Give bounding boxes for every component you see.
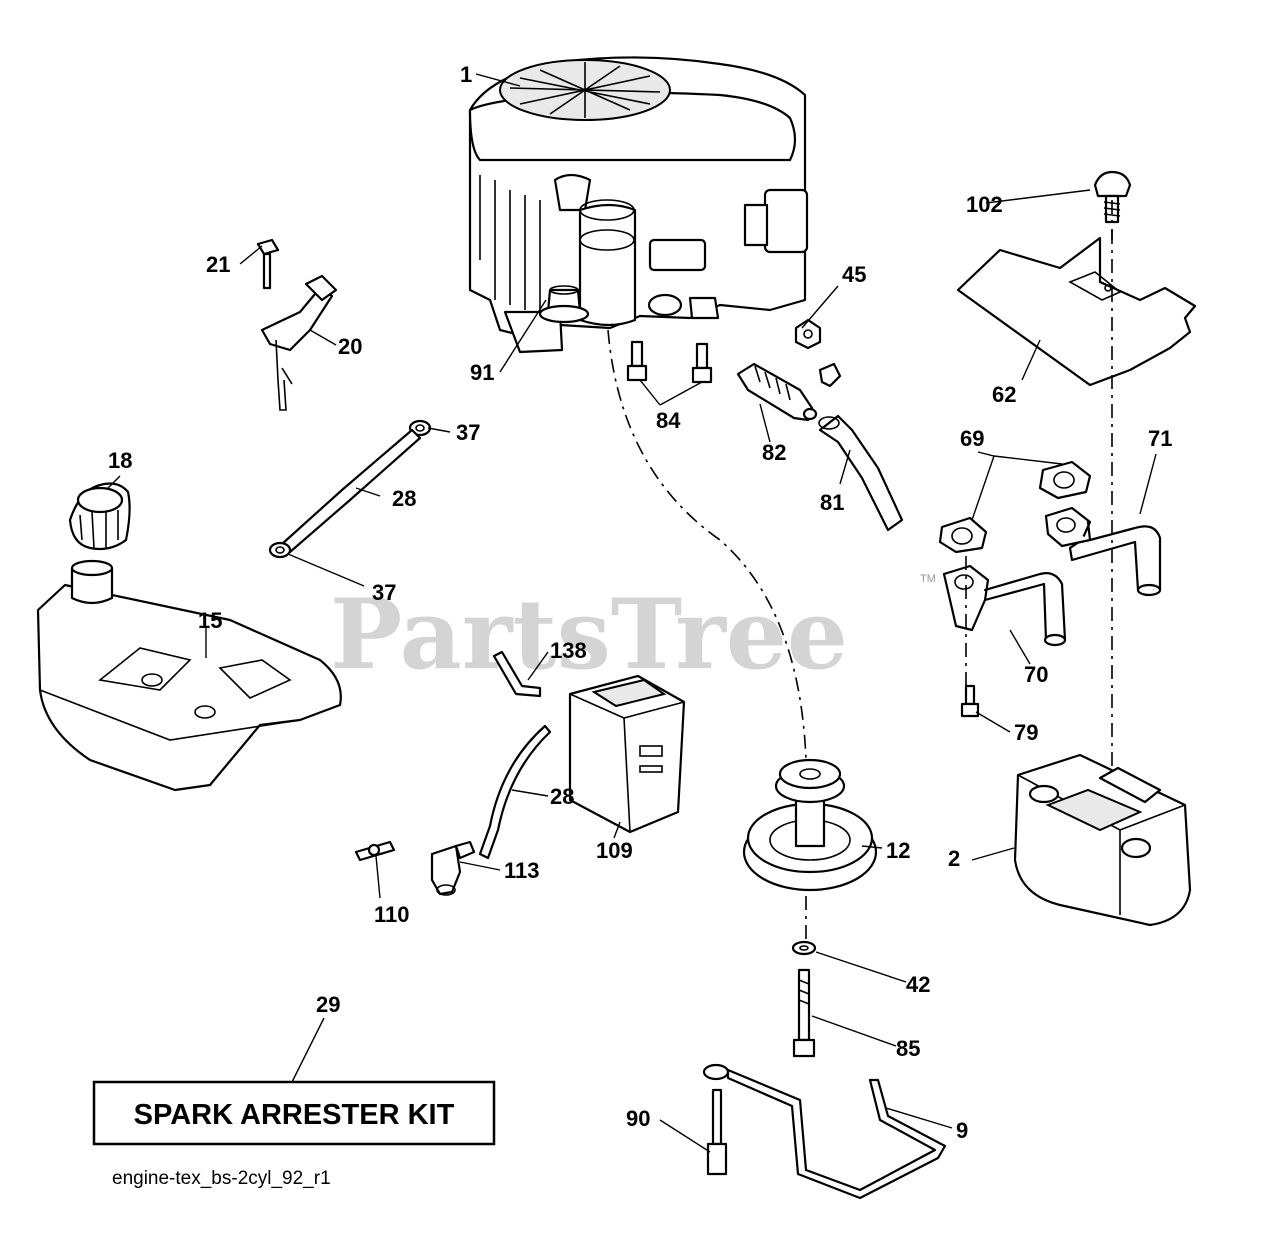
part-91-bushing (538, 285, 590, 324)
part-42-washer (791, 940, 817, 956)
callout-37-lower: 37 (372, 580, 396, 605)
part-18-fuel-cap (68, 482, 131, 551)
callout-62: 62 (992, 382, 1016, 407)
part-138-hose (492, 650, 542, 698)
part-113-elbow-fitting (430, 840, 476, 896)
callout-82: 82 (762, 440, 786, 465)
part-79-bolt (960, 684, 980, 718)
part-110-fitting (354, 840, 396, 862)
callout-12: 12 (886, 838, 910, 863)
part-2-muffler (1013, 753, 1192, 927)
part-82-fuel-filter (736, 362, 842, 422)
callout-71: 71 (1148, 426, 1172, 451)
callout-113: 113 (504, 858, 540, 883)
part-45-nut (794, 318, 822, 350)
callout-18: 18 (108, 448, 132, 473)
part-85-bolt (792, 968, 816, 1058)
callout-21: 21 (206, 252, 230, 277)
callout-110: 110 (374, 902, 410, 927)
callout-81: 81 (820, 490, 844, 515)
engine (468, 56, 809, 354)
callout-45: 45 (842, 262, 866, 287)
part-70-exhaust-pipe (942, 564, 1067, 647)
part-90-bolt (706, 1088, 728, 1176)
kit-label: SPARK ARRESTER KIT (134, 1099, 455, 1131)
callout-42: 42 (906, 972, 930, 997)
watermark-trademark: TM (920, 573, 936, 585)
callout-138: 138 (550, 638, 587, 663)
callout-84: 84 (656, 408, 681, 433)
callout-15: 15 (198, 608, 222, 633)
callout-29: 29 (316, 992, 340, 1017)
callout-102: 102 (966, 192, 1003, 217)
part-15-fuel-tank (36, 559, 342, 792)
callout-90: 90 (626, 1106, 650, 1131)
part-102-dipstick-cap (1093, 170, 1132, 224)
part-28-fuel-hose-lower (478, 724, 552, 860)
part-109-fuel-pump (568, 674, 686, 834)
part-62-heat-shield (956, 236, 1197, 387)
callout-109: 109 (596, 838, 633, 863)
leader-lines (107, 73, 1157, 1153)
part-12-pulley (742, 758, 878, 892)
callout-28-upper: 28 (392, 486, 416, 511)
callout-79: 79 (1014, 720, 1038, 745)
callout-69: 69 (960, 426, 984, 451)
part-69-gaskets (938, 460, 1092, 554)
part-20-control-bracket (260, 274, 338, 411)
callout-1: 1 (460, 62, 472, 87)
callout-91: 91 (470, 360, 494, 385)
callout-85: 85 (896, 1036, 920, 1061)
part-84-bolts (626, 340, 713, 384)
part-81-hose (818, 414, 904, 532)
part-21-bolt (256, 238, 280, 290)
callout-2: 2 (948, 846, 960, 871)
part-9-rod (702, 1063, 947, 1200)
kit-box (92, 1080, 496, 1146)
watermark: PartsTree (330, 578, 848, 691)
spark-arrester-kit: SPARK ARRESTER KIT (92, 1080, 496, 1146)
callouts: 1 2 9 12 15 18 20 21 28 28 29 37 37 42 4… (108, 62, 1172, 1143)
callout-20: 20 (338, 334, 362, 359)
diagram-file-name: engine-tex_bs-2cyl_92_r1 (112, 1168, 331, 1189)
callout-70: 70 (1024, 662, 1048, 687)
part-37-clamp-lower (268, 541, 292, 559)
callout-37-upper: 37 (456, 420, 480, 445)
part-71-exhaust-pipe (1044, 506, 1162, 597)
callout-28-lower: 28 (550, 784, 574, 809)
callout-9: 9 (956, 1118, 968, 1143)
